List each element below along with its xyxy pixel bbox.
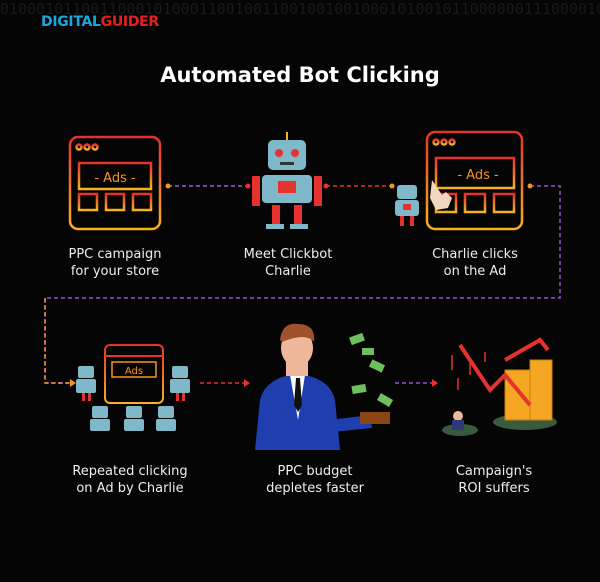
businessman-money-icon	[255, 323, 394, 450]
label-line: Charlie	[265, 264, 311, 279]
falling-roi-chart-icon	[442, 337, 557, 436]
connector-3-4	[44, 183, 561, 387]
label-line: PPC budget	[277, 464, 353, 479]
browser-ad-click-icon	[425, 130, 524, 231]
label-line: Repeated clicking	[72, 464, 188, 479]
robot-small-icon	[395, 185, 419, 226]
multiple-robots-icon	[76, 344, 190, 431]
ad-text-3: - Ads -	[457, 168, 499, 183]
label-line: ROI suffers	[458, 481, 530, 496]
label-line: for your store	[70, 264, 160, 279]
step-5-label: PPC budget depletes faster	[230, 463, 400, 497]
browser-ad-icon	[68, 135, 162, 231]
logo: DIGITALGUIDER	[41, 14, 159, 30]
label-line: depletes faster	[266, 481, 364, 496]
logo-part-2: GUIDER	[100, 14, 160, 30]
connector-2-3	[323, 183, 395, 189]
label-line: Campaign's	[455, 464, 533, 479]
logo-part-1: DIGITAL	[41, 14, 101, 30]
label-line: on the Ad	[443, 264, 507, 279]
connector-4-5	[200, 379, 250, 387]
pointing-hand-icon	[430, 180, 452, 210]
label-line: PPC campaign	[68, 247, 162, 262]
step-3-label: Charlie clicks on the Ad	[390, 246, 560, 280]
step-4-label: Repeated clicking on Ad by Charlie	[45, 463, 215, 497]
page-title: Automated Bot Clicking	[160, 63, 440, 87]
label-line: on Ad by Charlie	[76, 481, 184, 496]
connector-1-2	[165, 183, 251, 189]
label-line: Charlie clicks	[432, 247, 518, 262]
ad-text-1: - Ads -	[94, 171, 136, 186]
connector-5-6	[395, 379, 438, 387]
step-1-label: PPC campaign for your store	[30, 246, 200, 280]
ad-text-4: Ads	[125, 366, 143, 377]
robot-icon	[252, 132, 322, 229]
label-line: Meet Clickbot	[243, 247, 333, 262]
